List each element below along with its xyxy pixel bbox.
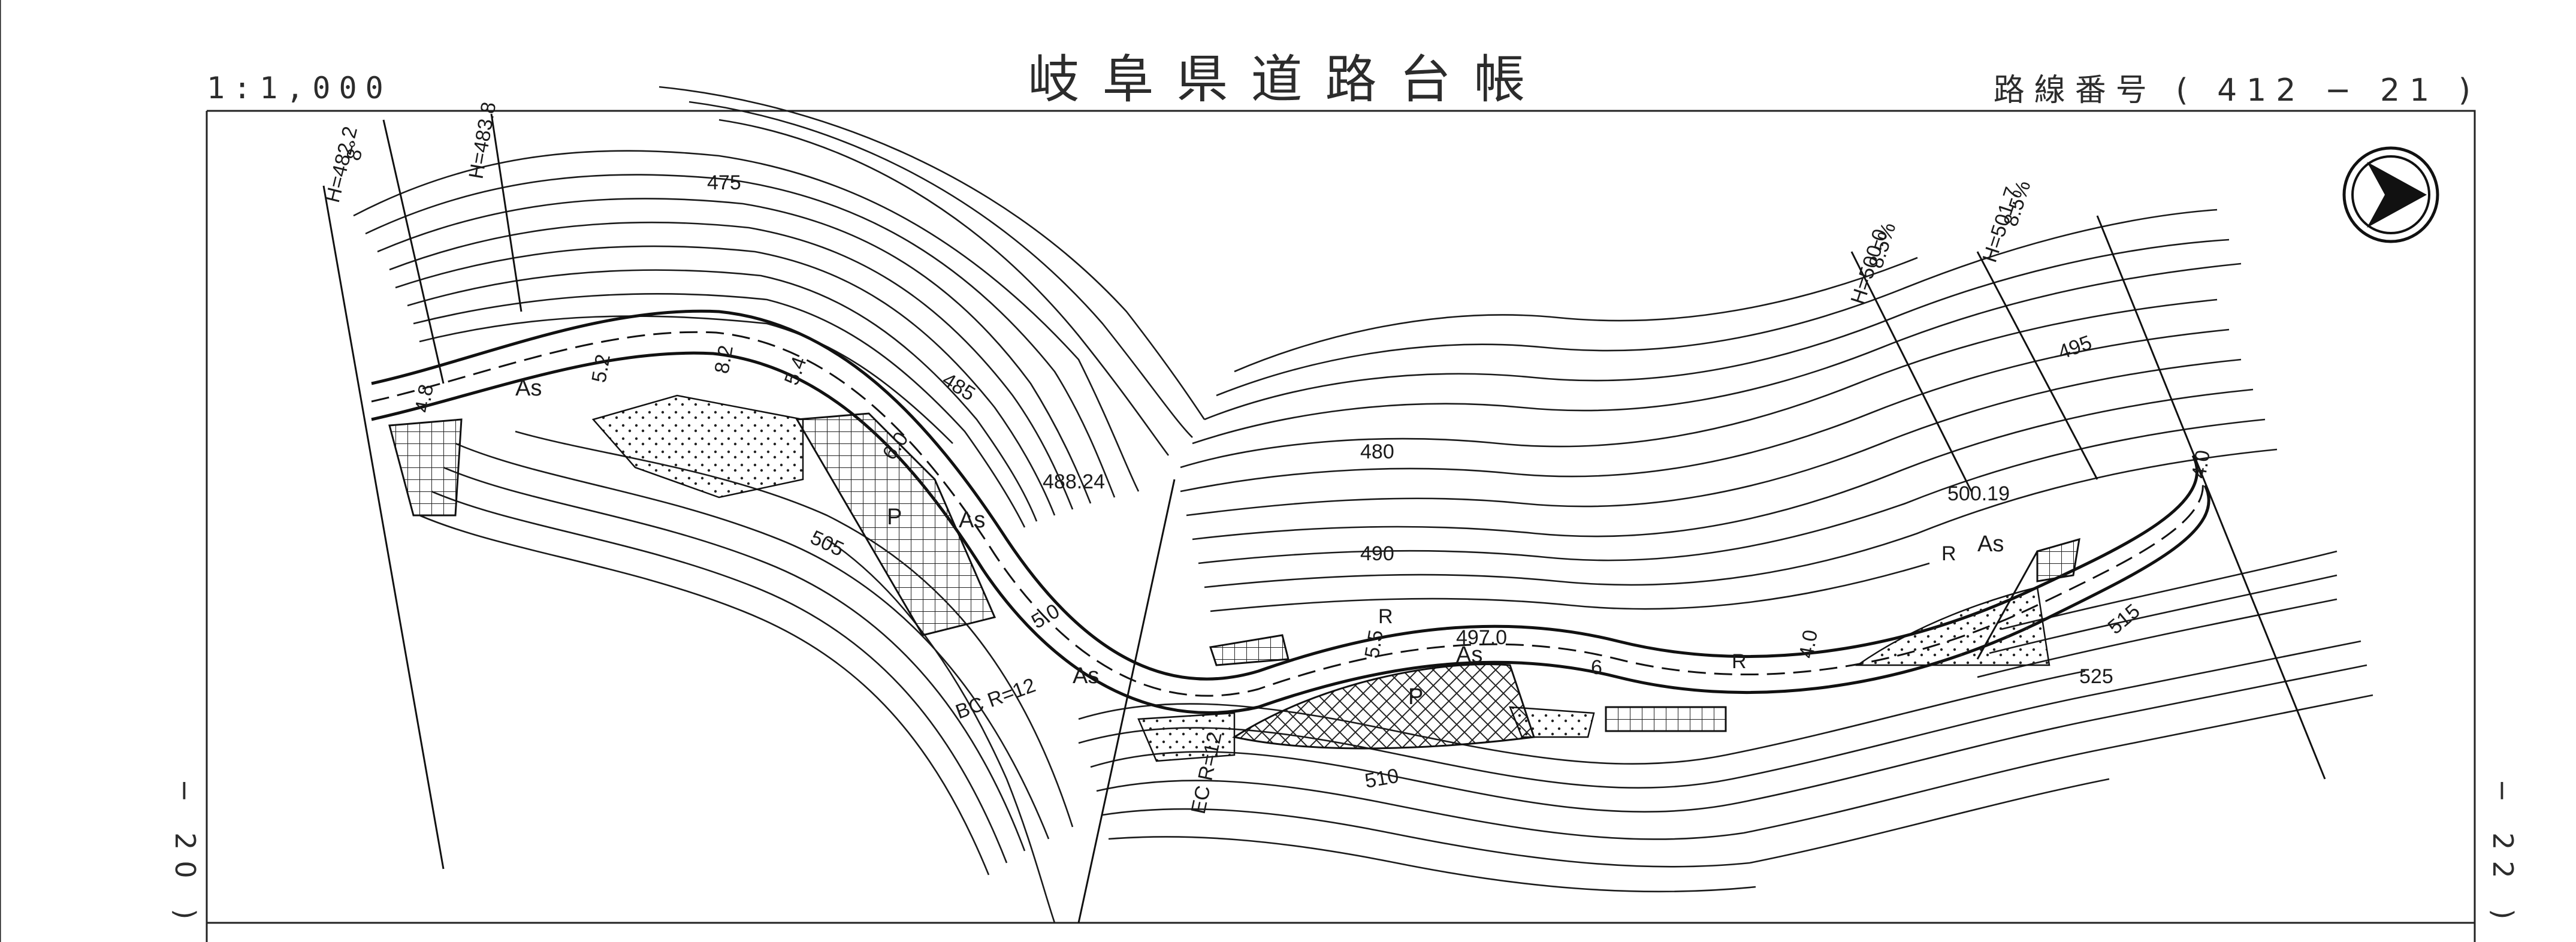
height-label-1: H=482.2 bbox=[321, 124, 362, 205]
width-label-2: 5.2 bbox=[587, 352, 615, 384]
sheet-ref-left: − 20 ) bbox=[169, 779, 201, 931]
contour-505: 505 bbox=[807, 526, 847, 561]
route-open-paren: ( bbox=[2176, 73, 2198, 108]
contour-515: 515 bbox=[2104, 600, 2145, 639]
bc-curve-label: BC R=12 bbox=[953, 674, 1039, 723]
route-number: 412 bbox=[2217, 73, 2306, 108]
spot-height-1: 488.24 bbox=[1043, 470, 1105, 493]
route-separator: − bbox=[2324, 73, 2361, 108]
north-arrow-icon bbox=[2342, 146, 2439, 243]
hatched-structures bbox=[388, 412, 2080, 750]
width-label-8: 6 bbox=[1591, 656, 1602, 679]
width-label-9: 4.0 bbox=[1795, 628, 1822, 660]
pavement-p-2: P bbox=[1408, 684, 1423, 709]
contour-495: 495 bbox=[2055, 331, 2095, 364]
spot-height-2: 497.0 bbox=[1456, 626, 1507, 649]
pavement-r-3: R bbox=[1941, 542, 1956, 565]
pavement-as-1: As bbox=[515, 376, 542, 401]
contour-475: 475 bbox=[707, 171, 741, 194]
route-number-block: 路線番号 ( 412 − 21 ) bbox=[1994, 65, 2480, 110]
contour-485: 485 bbox=[938, 369, 979, 406]
page-title: 岐阜県道路台帳 bbox=[1028, 50, 1548, 110]
pavement-as-2: As bbox=[959, 508, 985, 533]
leader-lines bbox=[322, 113, 2326, 923]
sheet-ref-right: − 22 ) bbox=[2487, 779, 2519, 931]
route-close-paren: ) bbox=[2458, 73, 2480, 108]
contour-510: 510 bbox=[1363, 765, 1400, 793]
pavement-r-1: R bbox=[1378, 605, 1393, 628]
pavement-r-2: R bbox=[1732, 650, 1747, 673]
sheet-frame bbox=[0, 0, 2476, 942]
map-scale: 1:1,000 bbox=[207, 71, 392, 105]
pavement-p-1: P bbox=[887, 505, 902, 530]
contour-490: 490 bbox=[1360, 542, 1394, 565]
contour-480: 480 bbox=[1360, 440, 1394, 463]
pavement-as-4: As bbox=[1456, 642, 1482, 668]
contour-lines-upper bbox=[353, 86, 2278, 612]
width-label-3: 8.2 bbox=[710, 343, 738, 375]
route-label: 路線番号 bbox=[1993, 73, 2157, 108]
spot-height-3: 500.19 bbox=[1947, 482, 2010, 505]
dotted-areas bbox=[591, 394, 2050, 762]
route-sub-number: 21 bbox=[2380, 73, 2439, 108]
width-label-6: 5.5 bbox=[1360, 628, 1388, 660]
contour-525: 525 bbox=[2079, 665, 2113, 688]
pavement-as-3: As bbox=[1073, 663, 1099, 689]
width-label-10: 4.0 bbox=[2187, 448, 2215, 480]
width-label-1: 4.8 bbox=[410, 382, 438, 414]
pavement-as-5: As bbox=[1977, 532, 2004, 557]
